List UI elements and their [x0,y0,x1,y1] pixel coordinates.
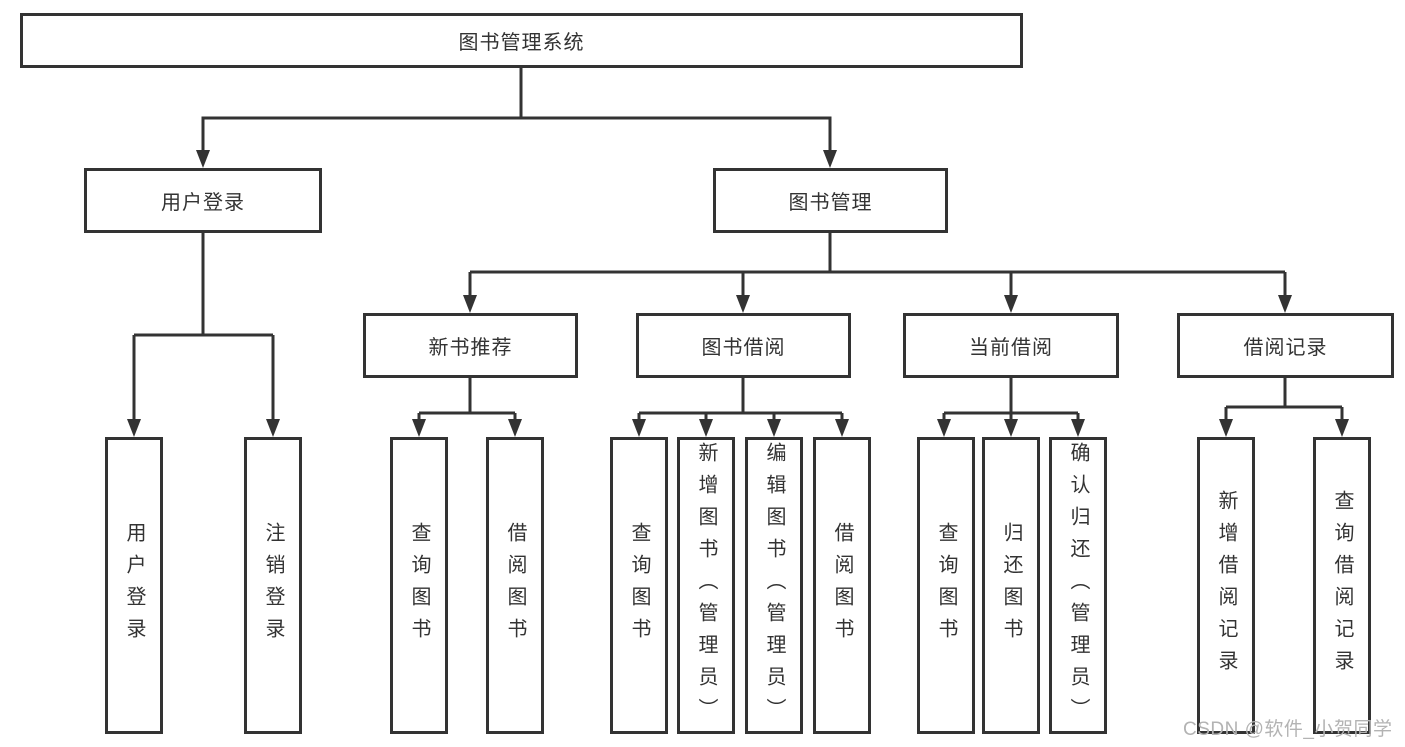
arrow-down [508,413,522,437]
arrow-down [632,413,646,437]
arrow-down [736,272,750,313]
node-current-borrowing: 当前借阅 [903,313,1119,378]
leaf-borrow-books-1-label: 借阅图书 [504,521,526,650]
arrow-down [412,413,426,437]
arrow-down [1004,272,1018,313]
leaf-return-books: 归还图书 [982,437,1040,734]
arrow-down [127,335,141,437]
node-current-borrowing-label: 当前借阅 [969,337,1053,359]
arrow-down [1278,272,1292,313]
leaf-query-books-1-label: 查询图书 [408,521,430,650]
arrow-down [823,118,837,168]
leaf-borrow-books-1: 借阅图书 [486,437,544,734]
leaf-query-books-2-label: 查询图书 [628,521,650,650]
leaf-logout: 注销登录 [244,437,302,734]
arrow-down [1071,413,1085,437]
leaf-query-books-3: 查询图书 [917,437,975,734]
node-root: 图书管理系统 [20,13,1023,68]
arrow-down [1335,407,1349,437]
connector-root [201,68,832,120]
leaf-query-books-2: 查询图书 [610,437,668,734]
leaf-add-books-admin: 新增图书（管理员） [677,437,735,734]
arrow-down [463,272,477,313]
leaf-logout-label: 注销登录 [262,521,284,650]
arrow-down [767,413,781,437]
connector-new-book-recommend [419,377,515,415]
node-book-borrowing: 图书借阅 [636,313,851,378]
node-new-book-recommend: 新书推荐 [363,313,578,378]
leaf-borrow-books-2: 借阅图书 [813,437,871,734]
arrow-down [699,413,713,437]
connector-user-login [134,233,273,337]
leaf-edit-books-admin: 编辑图书（管理员） [745,437,803,734]
node-borrowing-records-label: 借阅记录 [1243,337,1328,359]
node-root-label: 图书管理系统 [458,32,585,54]
node-book-management: 图书管理 [713,168,948,233]
csdn-watermark: CSDN @软件_小贺同学 [1183,719,1393,740]
connector-book-borrowing [639,377,842,415]
connector-borrowing-records [1226,377,1342,409]
arrow-down [1004,413,1018,437]
node-user-login-label: 用户登录 [161,192,245,214]
arrow-down [937,413,951,437]
connector-book-management [470,233,1285,274]
arrow-down [1219,407,1233,437]
leaf-query-books-1: 查询图书 [390,437,448,734]
node-new-book-recommend-label: 新书推荐 [428,337,513,359]
leaf-add-borrow-record-label: 新增借阅记录 [1215,489,1237,682]
node-book-management-label: 图书管理 [788,192,873,214]
leaf-return-books-label: 归还图书 [1000,521,1022,650]
leaf-query-borrow-record: 查询借阅记录 [1313,437,1371,734]
connector-current-borrowing [944,377,1078,415]
leaf-add-borrow-record: 新增借阅记录 [1197,437,1255,734]
arrow-down [266,335,280,437]
node-book-borrowing-label: 图书借阅 [701,337,786,359]
leaf-edit-books-admin-label: 编辑图书（管理员） [763,441,785,730]
leaf-query-books-3-label: 查询图书 [935,521,957,650]
arrow-down [835,413,849,437]
arrow-down [196,118,210,168]
leaf-add-books-admin-label: 新增图书（管理员） [695,441,717,730]
leaf-confirm-return-admin-label: 确认归还（管理员） [1067,441,1089,730]
node-borrowing-records: 借阅记录 [1177,313,1394,378]
leaf-query-borrow-record-label: 查询借阅记录 [1331,489,1353,682]
leaf-confirm-return-admin: 确认归还（管理员） [1049,437,1107,734]
node-user-login: 用户登录 [84,168,322,233]
leaf-user-login: 用户登录 [105,437,163,734]
leaf-borrow-books-2-label: 借阅图书 [831,521,853,650]
leaf-user-login-label: 用户登录 [123,521,145,650]
